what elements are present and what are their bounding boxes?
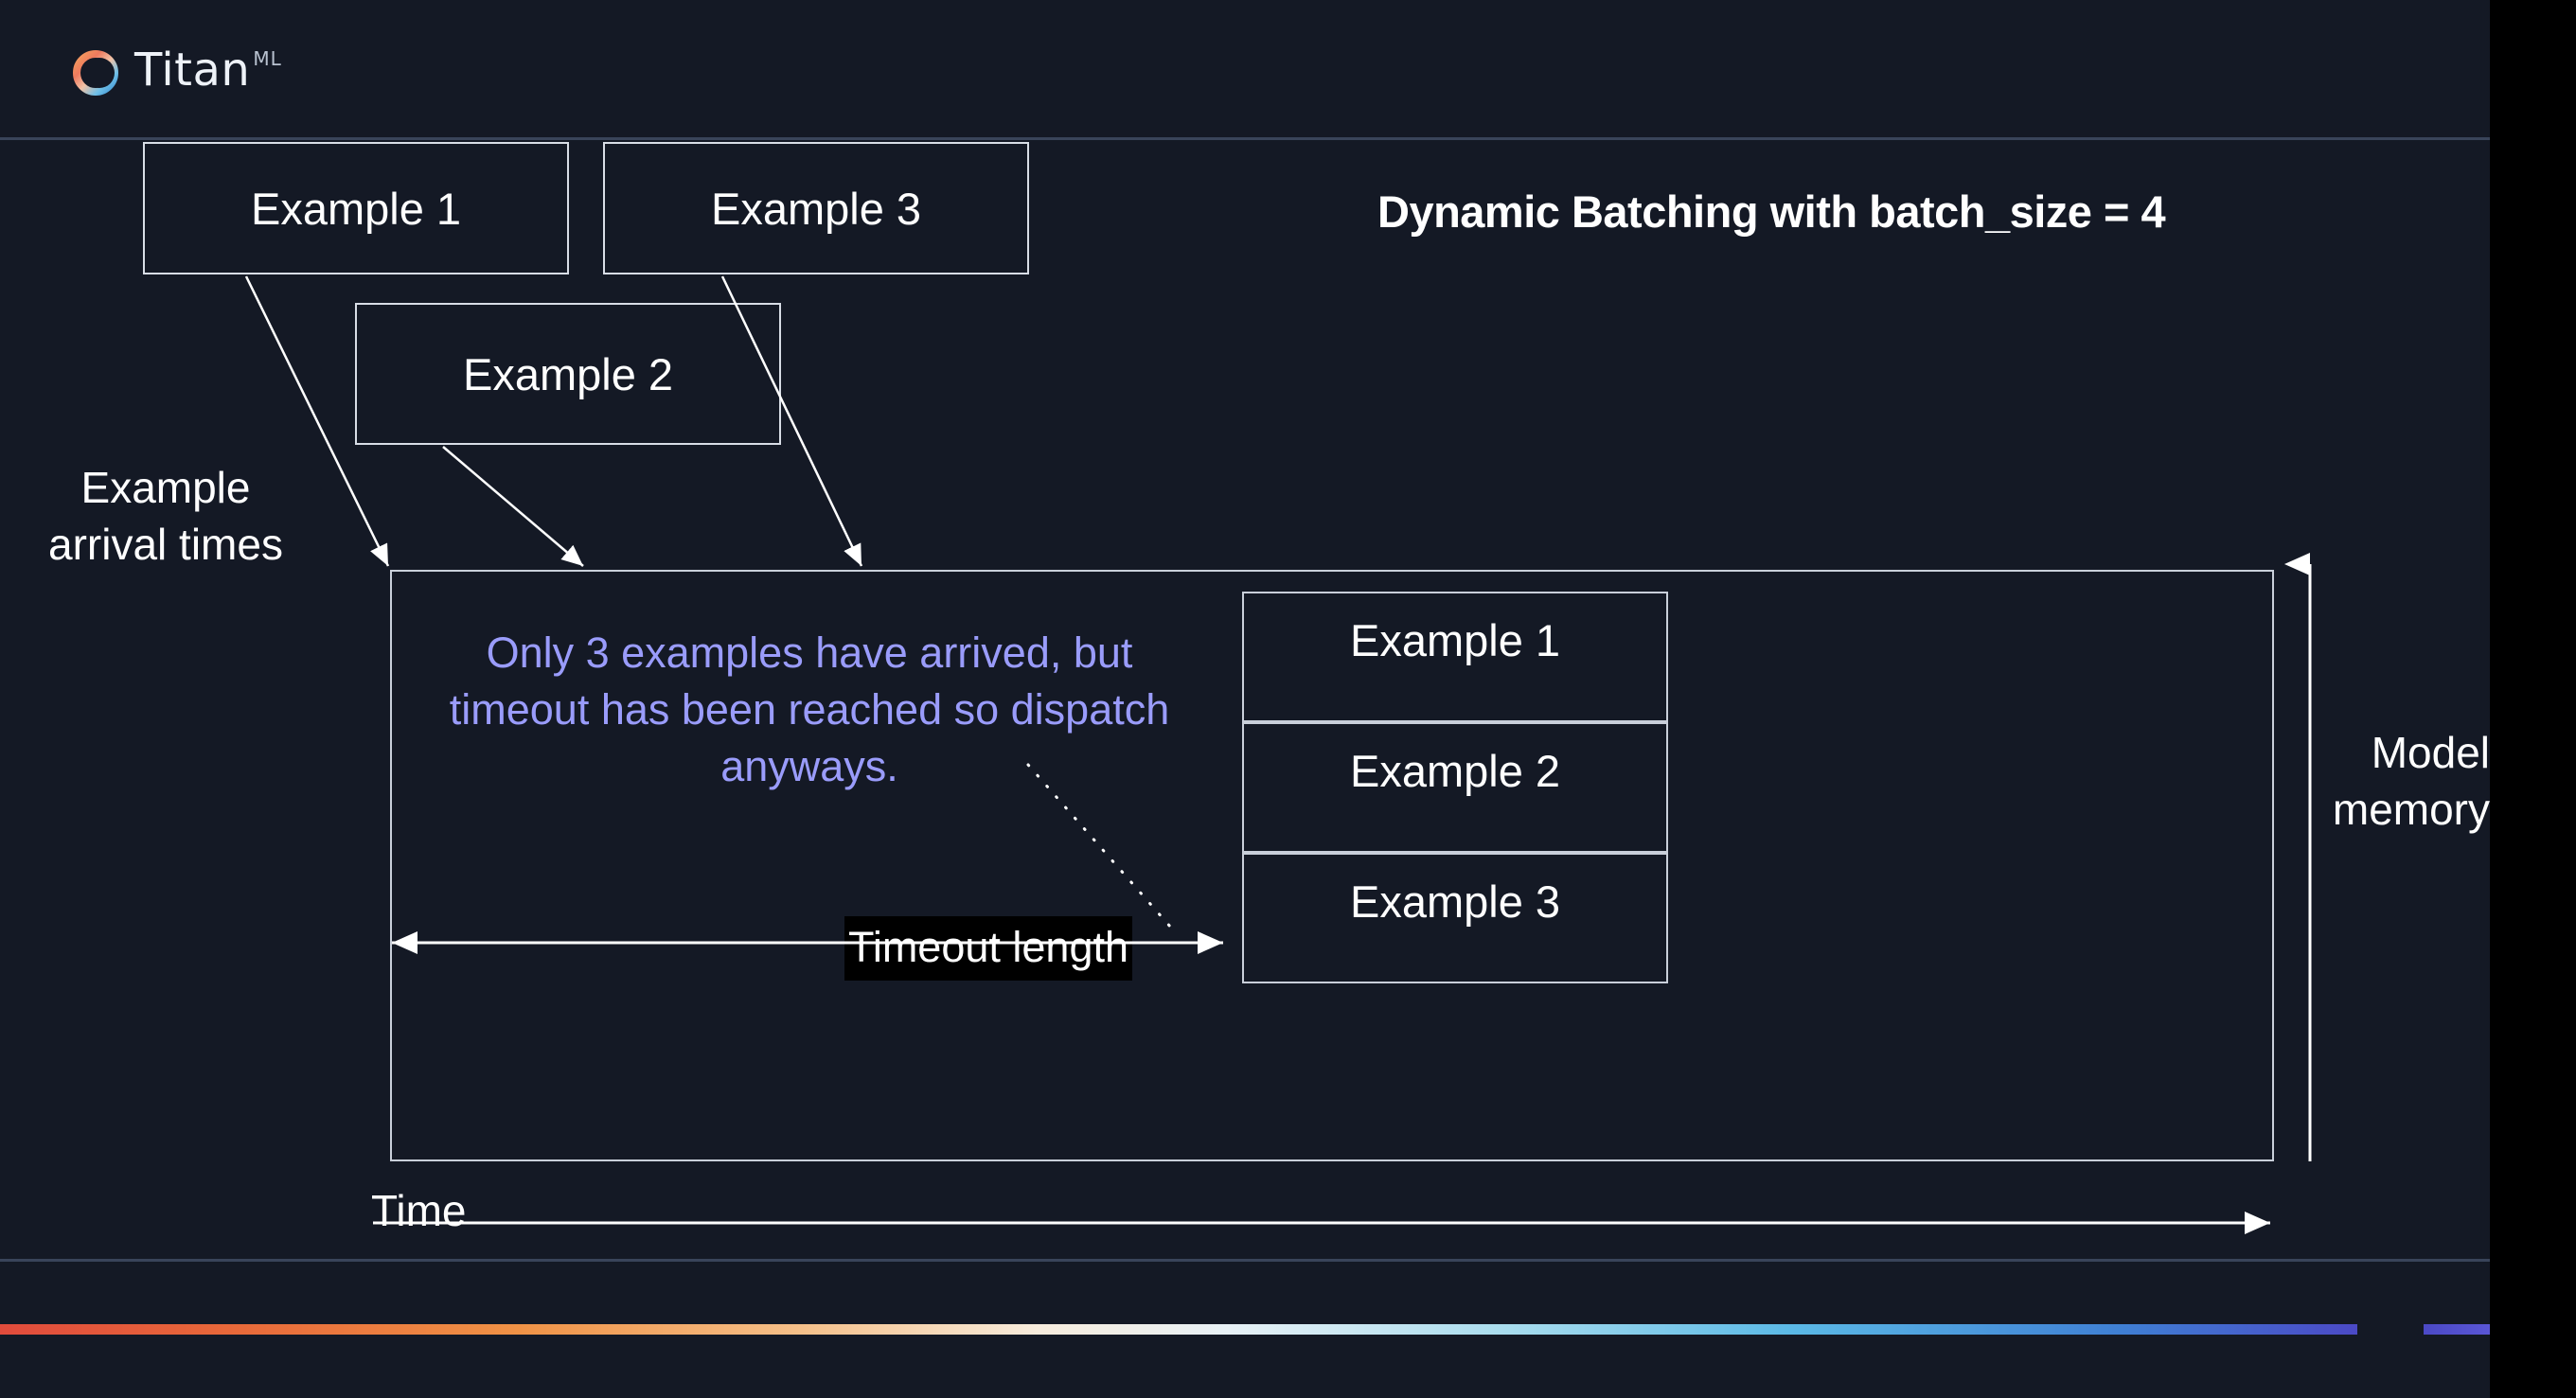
- batch-cell-label: Example 2: [1349, 746, 1561, 796]
- brand-name: Titan: [134, 44, 251, 97]
- brand-superscript: ML: [253, 47, 282, 70]
- arrival-box-example-2: Example 2: [355, 303, 781, 445]
- arrival-box-label: Example 1: [250, 183, 462, 234]
- model-memory-label: Model memory: [2332, 728, 2490, 834]
- batch-cell-label: Example 1: [1349, 615, 1561, 665]
- page-title: Dynamic Batching with batch_size = 4: [1377, 186, 2166, 237]
- leader-line-example-2: [442, 446, 584, 567]
- slide-header: Titan ML: [0, 0, 2490, 137]
- brand-gradient-bar: [0, 1324, 2357, 1335]
- batch-cell-example-3: Example 3: [1242, 853, 1668, 983]
- batch-cell-example-2: Example 2: [1242, 722, 1668, 853]
- header-divider: [0, 137, 2490, 140]
- arrival-box-example-3: Example 3: [603, 142, 1029, 274]
- arrival-times-label: Example arrival times: [48, 463, 283, 569]
- arrival-box-label: Example 2: [462, 348, 674, 399]
- titan-ml-logo: Titan ML: [72, 45, 282, 97]
- arrival-box-label: Example 3: [710, 183, 922, 234]
- batch-cell-example-1: Example 1: [1242, 592, 1668, 722]
- timeline-rectangle: [390, 570, 2274, 1161]
- footer-divider: [0, 1259, 2490, 1262]
- brand-gradient-bar-tail: [2424, 1324, 2490, 1335]
- right-black-margin: [2490, 0, 2576, 1398]
- titan-ring-logo-icon: [73, 50, 118, 96]
- time-axis-label: Time: [371, 1186, 467, 1235]
- timeout-annotation-text: Only 3 examples have arrived, but timeou…: [449, 628, 1170, 790]
- batch-cell-label: Example 3: [1349, 876, 1561, 927]
- slide-canvas: Titan ML Dynamic Batching with batch_siz…: [0, 0, 2490, 1398]
- arrival-box-example-1: Example 1: [143, 142, 569, 274]
- timeout-length-label: Timeout length: [844, 916, 1132, 981]
